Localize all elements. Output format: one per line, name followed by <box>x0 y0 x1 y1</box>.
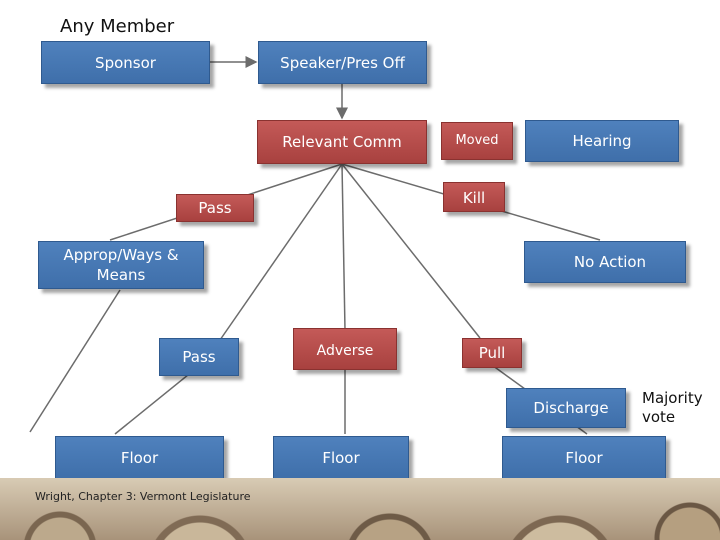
node-floor-mid: Floor <box>273 436 409 479</box>
label-majority-vote: Majority vote <box>642 389 703 426</box>
node-adverse: Adverse <box>293 328 397 370</box>
node-pull: Pull <box>462 338 522 368</box>
edge-approp-floor <box>29 289 121 433</box>
node-floor-left: Floor <box>55 436 224 479</box>
node-approp-ways-means: Approp/Ways & Means <box>38 241 204 289</box>
diagram-title: Any Member <box>60 16 175 37</box>
node-discharge: Discharge <box>506 388 626 428</box>
node-pass-lower: Pass <box>159 338 239 376</box>
node-pass-upper: Pass <box>176 194 254 222</box>
node-moved: Moved <box>441 122 513 160</box>
node-speaker: Speaker/Pres Off <box>258 41 427 84</box>
node-hearing: Hearing <box>525 120 679 162</box>
citation-text: Wright, Chapter 3: Vermont Legislature <box>35 490 251 503</box>
node-kill: Kill <box>443 182 505 212</box>
edge-relevant-adverse <box>341 163 346 331</box>
gears-background-image <box>0 478 720 540</box>
node-no-action: No Action <box>524 241 686 283</box>
edge-relevant-pull <box>341 163 481 339</box>
node-relevant-comm: Relevant Comm <box>257 120 427 164</box>
edge-relevant-pass <box>219 163 343 341</box>
node-sponsor: Sponsor <box>41 41 210 84</box>
node-floor-right: Floor <box>502 436 666 479</box>
